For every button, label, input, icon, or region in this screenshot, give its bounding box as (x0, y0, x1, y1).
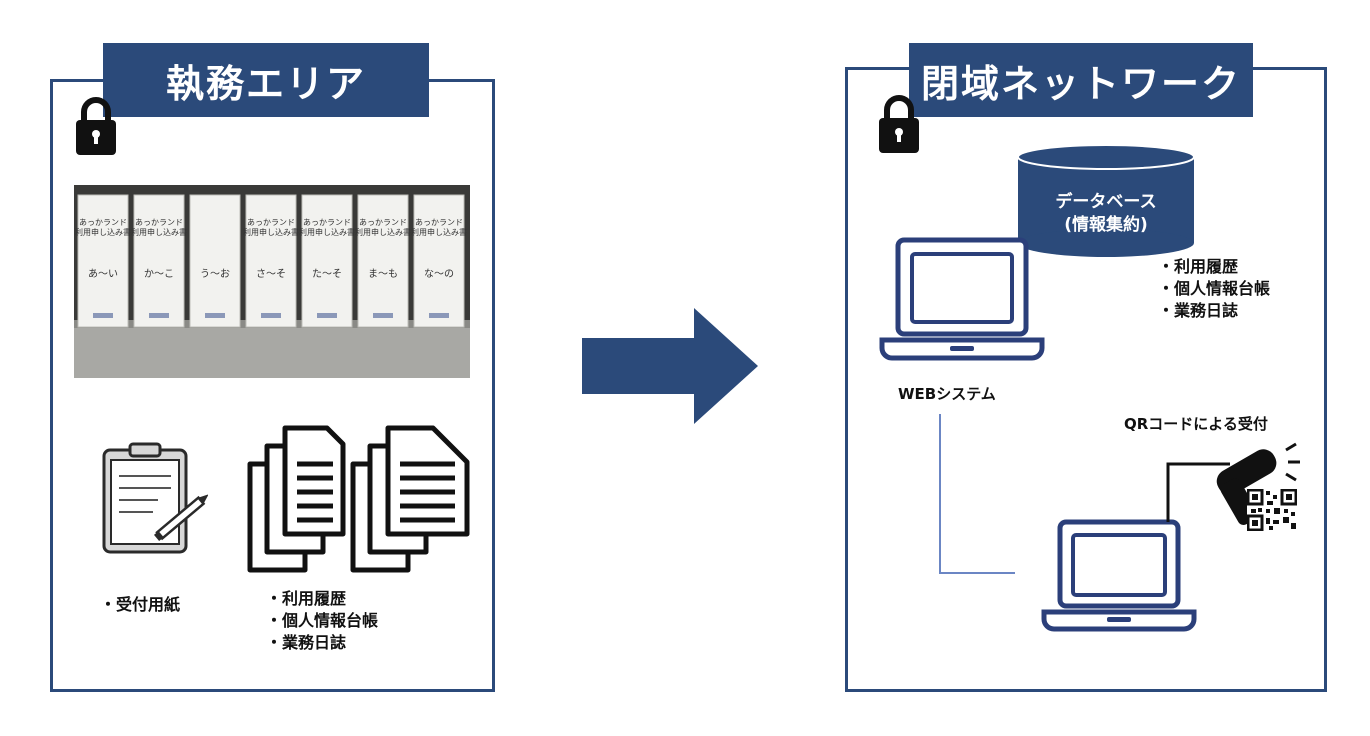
binder-header: あっかランド (135, 218, 183, 227)
binder-range: ま～も (368, 268, 398, 280)
binder-header: 利用申し込み書 (131, 227, 187, 237)
reception-form-label: ・受付用紙 (100, 595, 181, 614)
binder-range: う～お (200, 268, 230, 280)
binder-header: 利用申し込み書 (243, 227, 299, 237)
clipboard-icon (102, 442, 208, 554)
binder-label-strip (317, 313, 337, 318)
binder-header: 利用申し込み書 (299, 227, 355, 237)
binder-label-strip (429, 313, 449, 318)
binder-range: さ～そ (256, 268, 286, 280)
database-contents-item: ・個人情報台帳 (1158, 279, 1271, 298)
qr-reception-label: QRコードによる受付 (1124, 415, 1268, 433)
binder-label-strip (93, 313, 113, 318)
web-system-label: WEBシステム (898, 385, 996, 403)
binder-range: か～こ (144, 268, 174, 280)
binder-label-strip (261, 313, 281, 318)
binder: う～お (189, 194, 241, 328)
office-area-title: 執務エリア (103, 43, 429, 117)
binder-shelf-photo: あっかランド利用申し込み書あ～いあっかランド利用申し込み書か～こう～おあっかラン… (74, 185, 470, 378)
qr-code-icon (1247, 489, 1297, 531)
binder-range: あ～い (88, 268, 118, 280)
lock-icon (879, 95, 919, 153)
database-contents-list: ・利用履歴 ・個人情報台帳 ・業務日誌 (1158, 256, 1270, 322)
database-icon: データベース (情報集約) (1017, 144, 1195, 257)
binder-range: た～そ (312, 268, 342, 280)
binder-header: 利用申し込み書 (355, 227, 411, 237)
database-label-line2: (情報集約) (1064, 214, 1148, 235)
binder-label-strip (373, 313, 393, 318)
documents-stack-icon (247, 425, 470, 573)
binder-header: 利用申し込み書 (75, 227, 131, 237)
documents-list-item: ・利用履歴 (266, 589, 347, 608)
lock-icon (76, 97, 116, 155)
connection-line (939, 414, 1015, 574)
database-contents-item: ・利用履歴 (1158, 257, 1239, 276)
documents-list: ・利用履歴 ・個人情報台帳 ・業務日誌 (266, 588, 378, 654)
laptop-web-system-icon (879, 237, 1045, 361)
office-area-panel (50, 79, 495, 692)
binder-header: あっかランド (79, 218, 127, 227)
database-contents-item: ・業務日誌 (1158, 301, 1239, 320)
documents-list-item: ・業務日誌 (266, 633, 347, 652)
binder-header: 利用申し込み書 (411, 227, 467, 237)
binder-header: あっかランド (247, 218, 295, 227)
documents-list-item: ・個人情報台帳 (266, 611, 379, 630)
binder-header: あっかランド (415, 218, 463, 227)
laptop-reception-icon (1041, 519, 1197, 632)
right-arrow-icon (582, 308, 758, 424)
binder-range: な～の (424, 268, 454, 280)
binder-label-strip (205, 313, 225, 318)
binder-header: あっかランド (303, 218, 351, 227)
binder-label-strip (149, 313, 169, 318)
database-label-line1: データベース (1055, 191, 1156, 212)
binder-header: あっかランド (359, 218, 407, 227)
closed-network-title: 閉域ネットワーク (909, 43, 1253, 117)
